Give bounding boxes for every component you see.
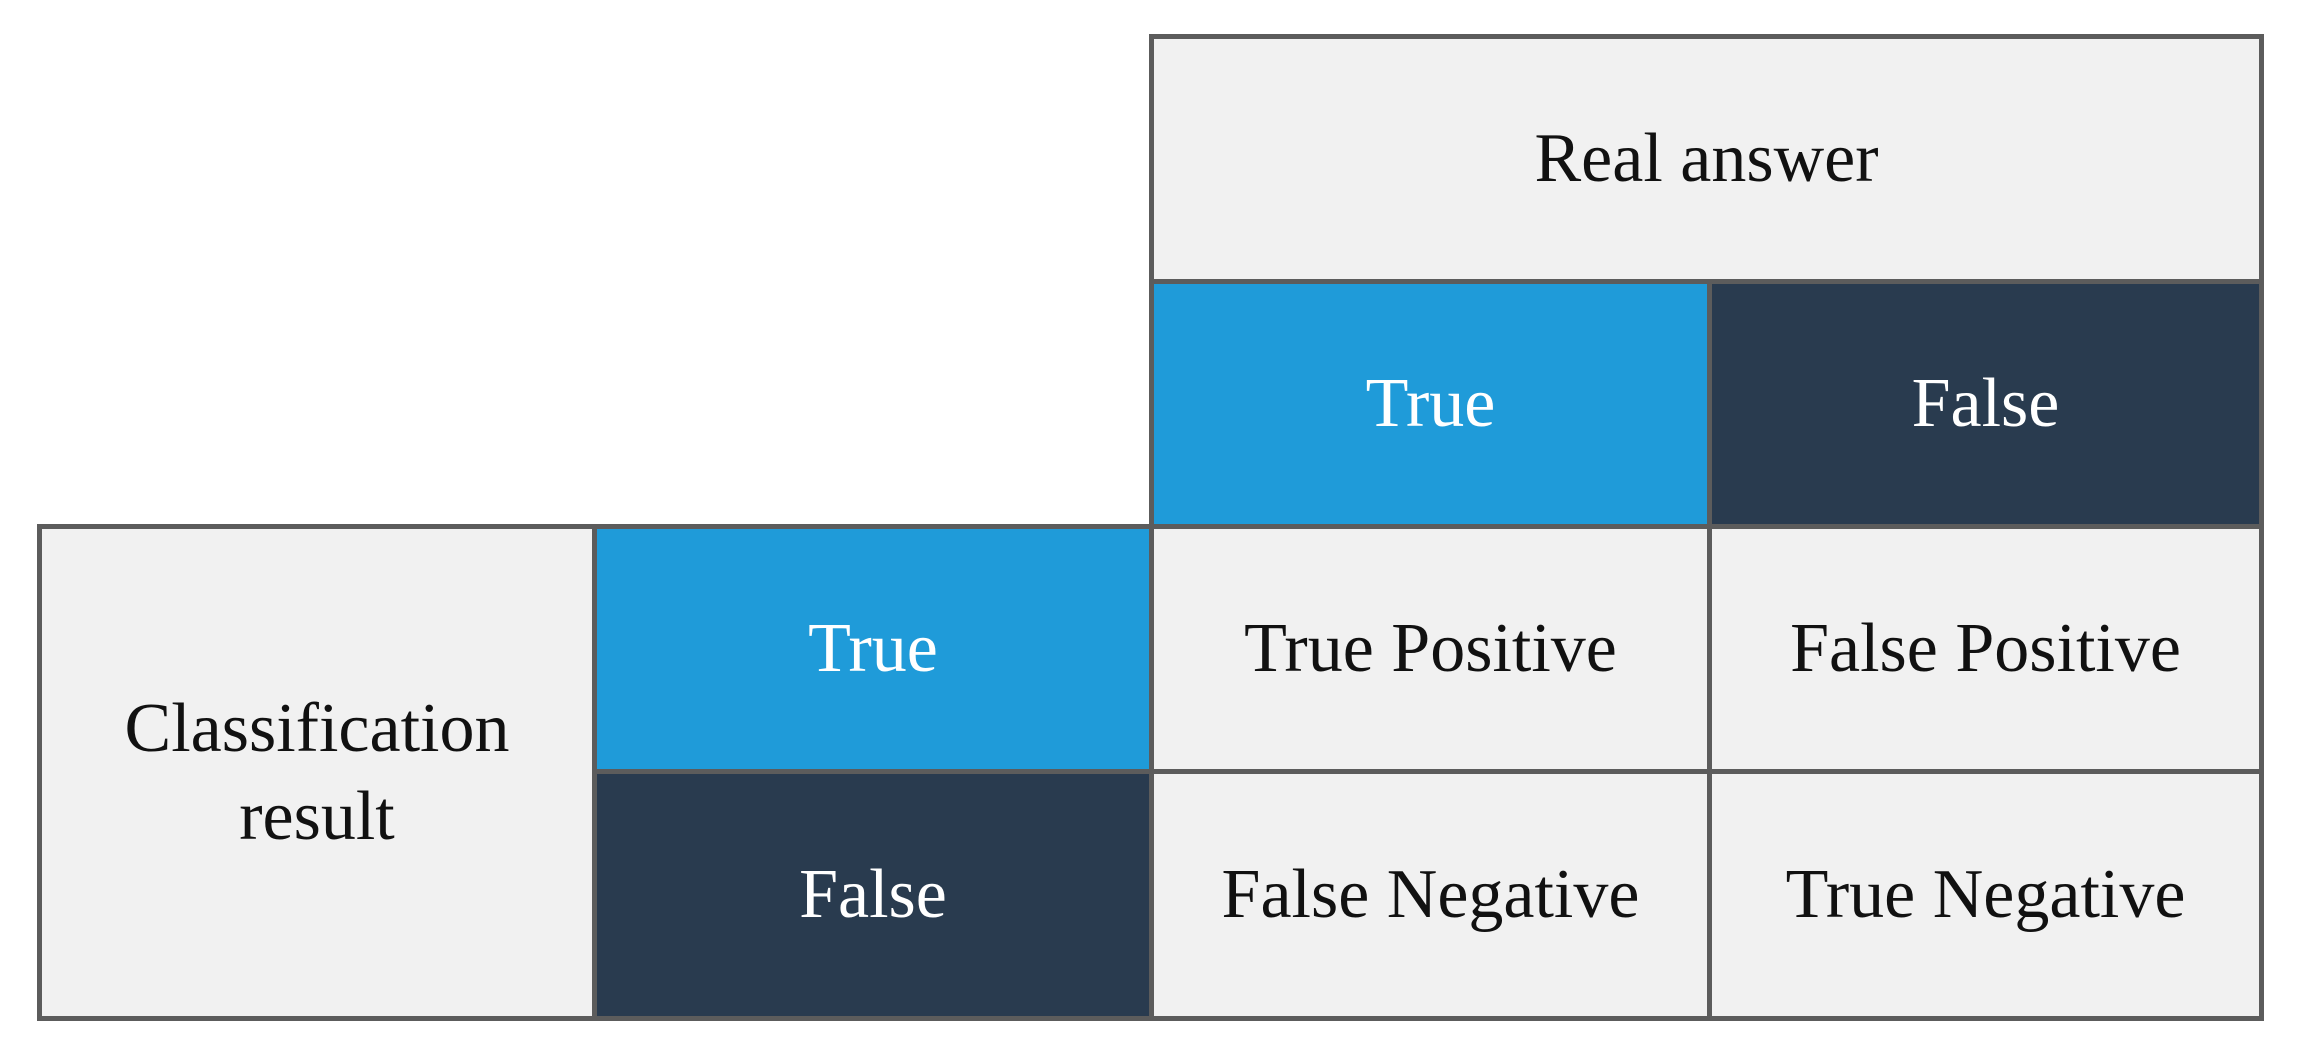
column-true-label: True <box>1365 365 1496 443</box>
row-true-label: True <box>808 610 938 688</box>
false-positive-cell: False Positive <box>1707 524 2264 774</box>
row-header-false: False <box>592 769 1154 1021</box>
real-answer-label: Real answer <box>1534 120 1879 198</box>
column-header-true: True <box>1149 279 1712 529</box>
row-header-true: True <box>592 524 1154 774</box>
classification-result-label: Classification result <box>124 690 510 855</box>
false-negative-cell: False Negative <box>1149 769 1712 1021</box>
true-positive-label: True Positive <box>1244 610 1617 688</box>
true-negative-label: True Negative <box>1785 856 2186 934</box>
column-header-false: False <box>1707 279 2264 529</box>
column-false-label: False <box>1911 365 2060 443</box>
false-negative-label: False Negative <box>1221 856 1640 934</box>
row-false-label: False <box>799 856 947 934</box>
classification-result-header: Classification result <box>37 524 597 1021</box>
true-negative-cell: True Negative <box>1707 769 2264 1021</box>
real-answer-header: Real answer <box>1149 34 2264 284</box>
true-positive-cell: True Positive <box>1149 524 1712 774</box>
false-positive-label: False Positive <box>1790 610 2181 688</box>
